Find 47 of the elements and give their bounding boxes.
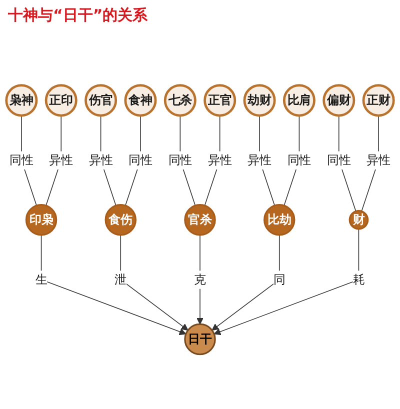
edge-label: 生 bbox=[35, 272, 48, 286]
node-circle: 伤官 bbox=[84, 84, 118, 116]
node-circle: 劫财 bbox=[243, 84, 276, 116]
node-circle: 日干 bbox=[184, 323, 216, 355]
connector bbox=[204, 114, 220, 206]
connector bbox=[21, 114, 37, 206]
node-circle: 枭神 bbox=[5, 84, 38, 116]
node-circle: 食神 bbox=[124, 84, 157, 116]
connector bbox=[338, 114, 356, 212]
node-circle: 食伤 bbox=[104, 204, 136, 236]
node-circle: 比劫 bbox=[264, 204, 296, 236]
node-circle: 财 bbox=[348, 210, 369, 230]
edge-label: 同性 bbox=[128, 152, 152, 167]
edge-label: 同性 bbox=[168, 152, 192, 167]
node-circle: 正财 bbox=[362, 84, 395, 116]
connector bbox=[284, 114, 300, 206]
edge-label: 耗 bbox=[352, 272, 365, 286]
edge-label: 异性 bbox=[49, 152, 74, 167]
node-circle: 正官 bbox=[204, 84, 236, 116]
node-circle: 比肩 bbox=[282, 84, 316, 116]
diagram-title: 十神与“日干”的关系 bbox=[8, 6, 148, 25]
edge-label: 异性 bbox=[208, 152, 232, 167]
edge-label: 泄 bbox=[114, 272, 127, 286]
connector bbox=[100, 114, 116, 206]
edge-label: 异性 bbox=[248, 152, 272, 167]
edge-label: 同性 bbox=[10, 152, 34, 167]
node-circle: 官杀 bbox=[184, 204, 216, 236]
edge-label: 异性 bbox=[366, 152, 390, 167]
arrow bbox=[214, 228, 360, 335]
arrow bbox=[40, 234, 186, 335]
edge-label: 异性 bbox=[88, 152, 113, 167]
arrow bbox=[196, 234, 204, 324]
edge-label: 克 bbox=[194, 272, 206, 286]
connector bbox=[180, 114, 196, 206]
connector bbox=[125, 114, 141, 206]
connector bbox=[361, 114, 379, 212]
connector bbox=[46, 114, 62, 206]
node-circle: 偏财 bbox=[322, 84, 356, 116]
edge-label: 同性 bbox=[287, 152, 312, 167]
connector bbox=[259, 114, 275, 206]
node-circle: 七杀 bbox=[164, 84, 196, 116]
edge-label: 同 bbox=[273, 272, 286, 286]
node-circle: 正印 bbox=[44, 84, 78, 116]
arrow bbox=[212, 234, 280, 330]
edge-label: 同性 bbox=[326, 152, 351, 167]
node-circle: 印枭 bbox=[25, 204, 58, 236]
arrow bbox=[120, 234, 188, 330]
